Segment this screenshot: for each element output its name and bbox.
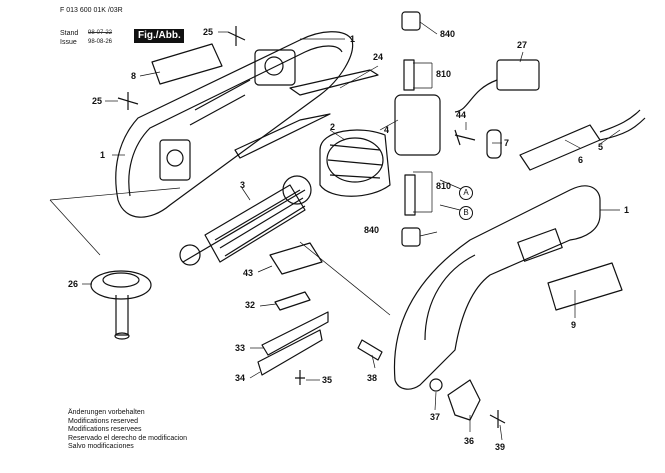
callout-1: 1 <box>624 205 630 215</box>
callout-3: 3 <box>240 180 246 190</box>
label-strip <box>547 262 623 311</box>
callout-6: 6 <box>578 155 584 165</box>
callout-9: 9 <box>571 320 577 330</box>
cable-guard <box>519 124 601 171</box>
blade-34 <box>257 329 323 376</box>
brush-cap-top <box>401 11 421 31</box>
field-coil <box>319 129 391 197</box>
callout-38: 38 <box>367 373 378 383</box>
cable-clamp <box>486 129 502 159</box>
carbon-brush-top <box>403 59 415 91</box>
figure-label: Fig./Abb. 1 <box>134 29 184 55</box>
callout-4: 4 <box>384 125 390 135</box>
screw-39 <box>489 410 506 428</box>
ring-37 <box>429 378 443 392</box>
label-plate <box>151 43 223 85</box>
callout-1: 1 <box>350 34 356 44</box>
callout-25: 25 <box>203 27 214 37</box>
armature <box>179 175 312 266</box>
callout-25: 25 <box>92 96 103 106</box>
callout-39: 39 <box>495 442 506 452</box>
note-line: Modifications reserved <box>68 417 139 425</box>
stand-label: Stand <box>60 30 79 37</box>
screw-44 <box>454 129 476 146</box>
callout-34: 34 <box>235 373 246 383</box>
callout-840: 840 <box>440 29 456 39</box>
housing-half-left <box>115 31 354 218</box>
callout-1: 1 <box>100 150 106 160</box>
callout-24: 24 <box>373 52 384 62</box>
callout-37: 37 <box>430 412 441 422</box>
screw-35 <box>295 370 305 385</box>
note-line: Modifications reservees <box>68 426 142 434</box>
modification-notes: Änderungen vorbehalten Modifications res… <box>68 409 187 452</box>
note-line: Reservado el derecho de modificacion <box>68 434 188 442</box>
screw-25-top <box>227 26 246 46</box>
callout-810: 810 <box>436 69 452 79</box>
callout-43: 43 <box>243 268 254 278</box>
callout-44: 44 <box>456 110 467 120</box>
callout-5: 5 <box>598 142 604 152</box>
contact-plate <box>269 242 323 275</box>
screw-25-mid <box>117 92 139 110</box>
callout-7: 7 <box>504 138 510 148</box>
switch <box>496 59 540 91</box>
brush-cap-bottom <box>401 227 421 247</box>
brush-holder <box>394 94 441 156</box>
note-line: Salvo modificaciones <box>68 443 134 451</box>
issue-date: 98-08-26 <box>88 39 113 45</box>
stand-date: 98-07-22 <box>88 30 113 36</box>
gear-assembly <box>90 270 152 340</box>
power-cable <box>599 109 646 141</box>
callout-35: 35 <box>322 375 333 385</box>
callout-810: 810 <box>436 181 452 191</box>
callout-26: 26 <box>68 279 79 289</box>
carbon-brush-bottom <box>404 174 416 216</box>
document-number: F 013 600 01K /03R <box>60 7 123 14</box>
issue-label: Issue <box>60 39 77 46</box>
leader-lines <box>49 21 621 441</box>
switch-rod <box>234 69 379 159</box>
housing-right <box>393 185 601 390</box>
spacer-32 <box>274 291 311 311</box>
note-line: Änderungen vorbehalten <box>68 409 145 416</box>
callout-8: 8 <box>131 71 137 81</box>
callout-33: 33 <box>235 343 246 353</box>
callout-32: 32 <box>245 300 256 310</box>
guard-36 <box>447 379 481 421</box>
blade-33 <box>261 311 329 356</box>
cap-38 <box>357 339 383 361</box>
callout-2: 2 <box>330 122 336 132</box>
callout-840: 840 <box>364 225 380 235</box>
callout-27: 27 <box>517 40 528 50</box>
callout-b: B <box>459 206 473 220</box>
callout-a: A <box>459 186 473 200</box>
callout-36: 36 <box>464 436 475 446</box>
